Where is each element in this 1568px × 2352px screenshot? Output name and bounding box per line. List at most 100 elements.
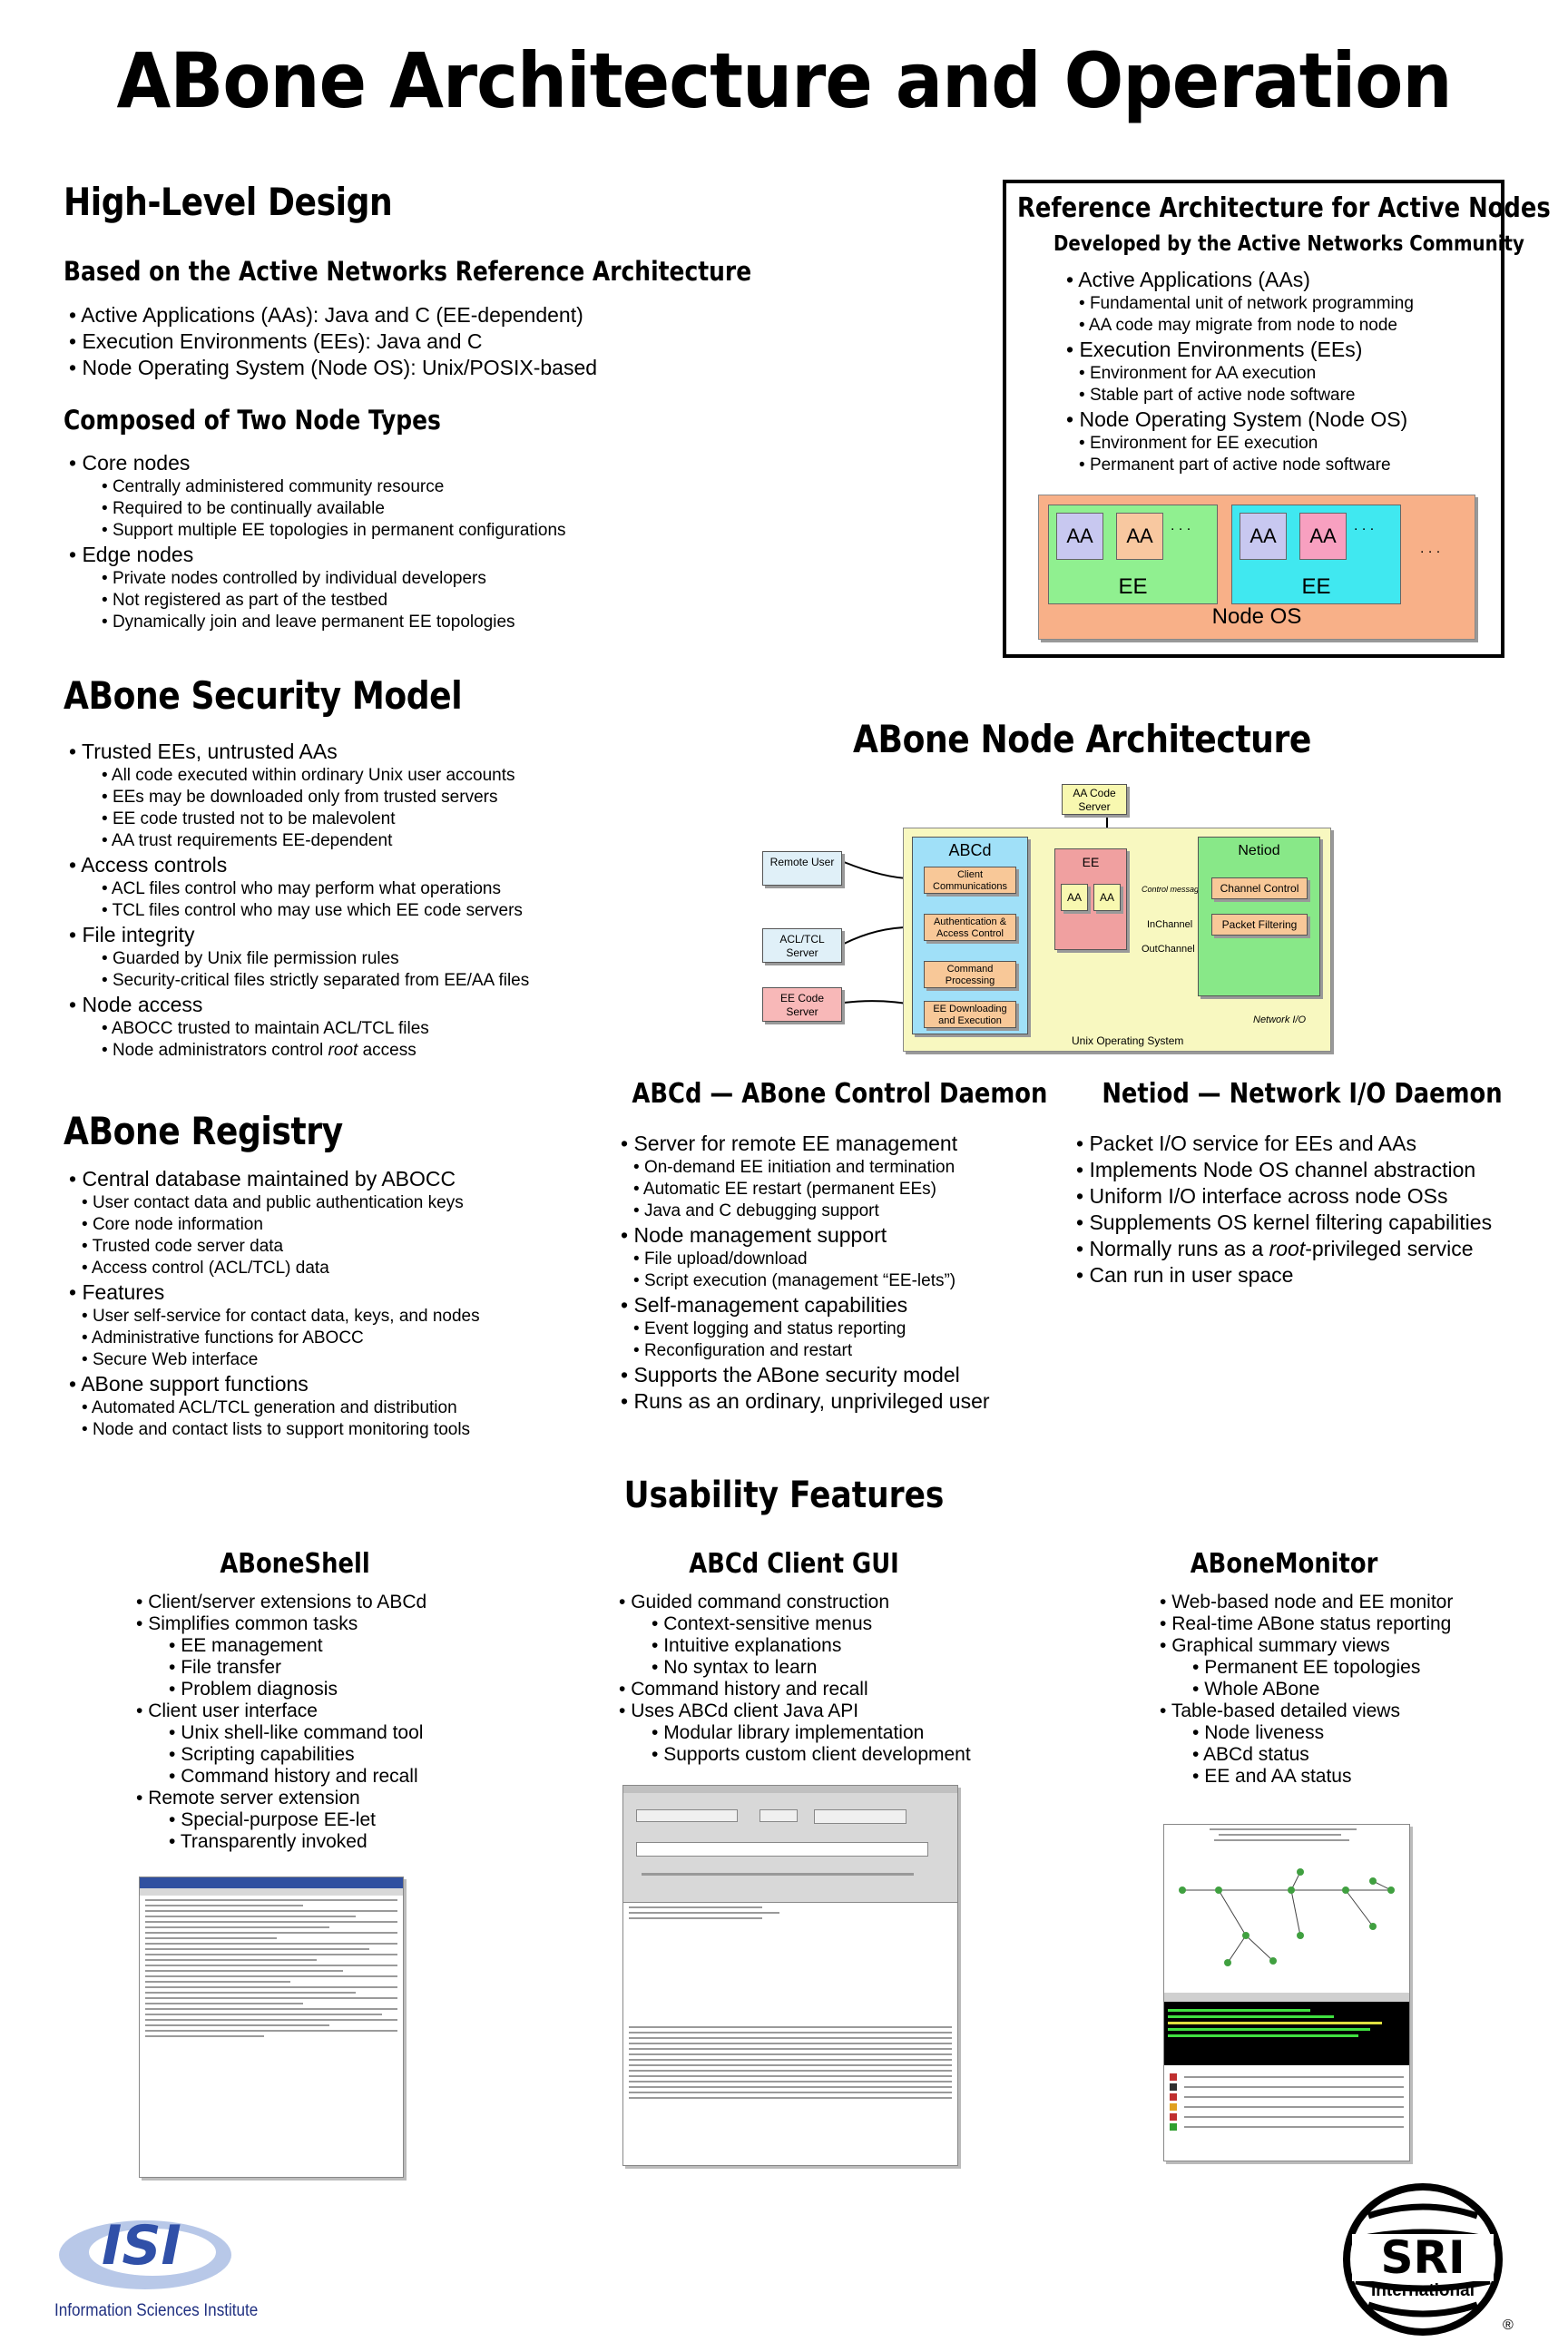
list-item: Core node information: [69, 1214, 480, 1236]
aboneshell-heading: ABoneShell: [220, 1548, 370, 1580]
list-item: Active Applications (AAs): [1066, 267, 1414, 293]
channel-control: Channel Control: [1211, 877, 1308, 899]
ee-label: EE: [1082, 855, 1100, 869]
list-item: Normally runs as a root-privileged servi…: [1076, 1236, 1492, 1262]
list-item: Environment for EE execution: [1066, 433, 1414, 455]
aa-box: AA: [1299, 513, 1347, 560]
sri-text: International: [1370, 2281, 1475, 2300]
text-emphasis: root: [1269, 1237, 1306, 1260]
list-item: Implements Node OS channel abstraction: [1076, 1157, 1492, 1183]
list-item: Graphical summary views: [1160, 1635, 1453, 1657]
list-item: EEs may be downloaded only from trusted …: [69, 787, 529, 808]
list-item: Supports the ABone security model: [621, 1362, 990, 1388]
authentication: Authentication & Access Control: [924, 914, 1016, 941]
list-item: Administrative functions for ABOCC: [69, 1328, 480, 1349]
usability-heading: Usability Features: [623, 1475, 945, 1516]
monitor-status-list: [1164, 2065, 1409, 2139]
list-item: Dynamically join and leave permanent EE …: [69, 612, 566, 633]
list-item: Supports custom client development: [619, 1744, 971, 1766]
ee-box: EE AA AA: [1054, 848, 1127, 950]
ee-box-1: EE AA AA . . .: [1048, 505, 1218, 604]
ee-downloading: EE Downloading and Execution: [924, 1001, 1016, 1028]
node-types-list: Core nodes Centrally administered commun…: [69, 450, 566, 633]
reference-architecture-box: Reference Architecture for Active Nodes …: [1003, 180, 1551, 658]
reference-subheading: Based on the Active Networks Reference A…: [64, 256, 752, 287]
list-item: Features: [69, 1279, 480, 1306]
list-item: Centrally administered community resourc…: [69, 476, 566, 498]
security-heading: ABone Security Model: [64, 673, 463, 718]
list-item: ABOCC trusted to maintain ACL/TCL files: [69, 1018, 529, 1040]
list-item: Guided command construction: [619, 1592, 971, 1613]
control-messages-label: Control messages: [1142, 885, 1208, 894]
list-item: No syntax to learn: [619, 1657, 971, 1679]
acl-tcl-server: ACL/TCL Server: [762, 928, 842, 963]
list-item: Trusted code server data: [69, 1236, 480, 1258]
high-level-heading: High-Level Design: [64, 180, 393, 224]
remote-user: Remote User: [762, 851, 842, 886]
list-item: AA code may migrate from node to node: [1066, 315, 1414, 337]
abonemonitor-screenshot: [1163, 1824, 1410, 2161]
network-io-label: Network I/O: [1253, 1014, 1307, 1025]
aa-box: AA: [1116, 513, 1163, 560]
reference-subtitle: Developed by the Active Networks Communi…: [1054, 232, 1524, 256]
aa-box: AA: [1056, 513, 1103, 560]
list-item: AA trust requirements EE-dependent: [69, 830, 529, 852]
list-item: Runs as an ordinary, unprivileged user: [621, 1388, 989, 1415]
list-item: Guarded by Unix file permission rules: [69, 948, 529, 970]
list-item: Simplifies common tasks: [136, 1613, 426, 1635]
node-arch-heading: ABone Node Architecture: [853, 717, 1311, 761]
list-item: Stable part of active node software: [1066, 385, 1414, 407]
list-item: Real-time ABone status reporting: [1160, 1613, 1453, 1635]
list-item: File transfer: [136, 1657, 426, 1679]
node-types-subheading: Composed of Two Node Types: [64, 405, 441, 436]
list-item: Automatic EE restart (permanent EEs): [621, 1179, 990, 1200]
packet-filtering: Packet Filtering: [1211, 914, 1308, 936]
abcd-list: Server for remote EE management On-deman…: [621, 1131, 990, 1415]
registry-heading: ABone Registry: [64, 1109, 343, 1153]
list-item: Uses ABCd client Java API: [619, 1700, 971, 1722]
list-item: Central database maintained by ABOCC: [69, 1166, 480, 1192]
topology-graph: [1179, 1868, 1395, 1966]
list-item: Not registered as part of the testbed: [69, 590, 566, 612]
list-item: Problem diagnosis: [136, 1679, 426, 1700]
list-item: Modular library implementation: [619, 1722, 971, 1744]
abcd-label: ABCd: [948, 841, 992, 859]
list-item: On-demand EE initiation and termination: [621, 1157, 990, 1179]
list-item: Can run in user space: [1076, 1262, 1492, 1289]
list-item: Script execution (management “EE-lets”): [621, 1270, 990, 1292]
text: access: [358, 1041, 416, 1060]
sri-logo: SRI International ®: [1343, 2180, 1524, 2343]
list-item: Reconfiguration and restart: [621, 1340, 990, 1362]
outchannel-label: OutChannel: [1142, 944, 1195, 955]
reference-list: Active Applications (AAs) Fundamental un…: [1066, 267, 1414, 476]
list-item: Trusted EEs, untrusted AAs: [69, 739, 529, 765]
list-item: Permanent part of active node software: [1066, 455, 1414, 476]
aa-box: AA: [1240, 513, 1287, 560]
list-item: Access controls: [69, 852, 529, 878]
abcd-gui-screenshot: [622, 1785, 958, 2166]
list-item: Environment for AA execution: [1066, 363, 1414, 385]
aboneshell-screenshot: [139, 1877, 404, 2178]
list-item: Command history and recall: [136, 1766, 426, 1788]
list-item: Supplements OS kernel filtering capabili…: [1076, 1210, 1492, 1236]
abonemonitor-list: Web-based node and EE monitor Real-time …: [1160, 1592, 1454, 1788]
abonemonitor-heading: ABoneMonitor: [1190, 1548, 1378, 1580]
node-os-label: Node OS: [1211, 604, 1302, 629]
list-item: Command history and recall: [619, 1679, 971, 1700]
list-item: All code executed within ordinary Unix u…: [69, 765, 529, 787]
list-item: Unix shell-like command tool: [136, 1722, 426, 1744]
window-menubar: [140, 1888, 403, 1896]
netiod-label: Netiod: [1238, 843, 1280, 858]
high-level-list: Active Applications (AAs): Java and C (E…: [69, 302, 597, 381]
registered-mark: ®: [1503, 2318, 1514, 2333]
list-item: Permanent EE topologies: [1160, 1657, 1453, 1679]
list-item: Secure Web interface: [69, 1349, 480, 1371]
list-item: Core nodes: [69, 450, 566, 476]
ee-code-server: EE Code Server: [762, 987, 842, 1022]
list-item: ABone support functions: [69, 1371, 480, 1397]
monitor-console: [1164, 2002, 1409, 2065]
command-processing: Command Processing: [924, 961, 1016, 988]
list-item: Remote server extension: [136, 1788, 426, 1809]
ee-label-2: EE: [1301, 574, 1331, 599]
gui-controls-panel: [623, 1793, 957, 1903]
